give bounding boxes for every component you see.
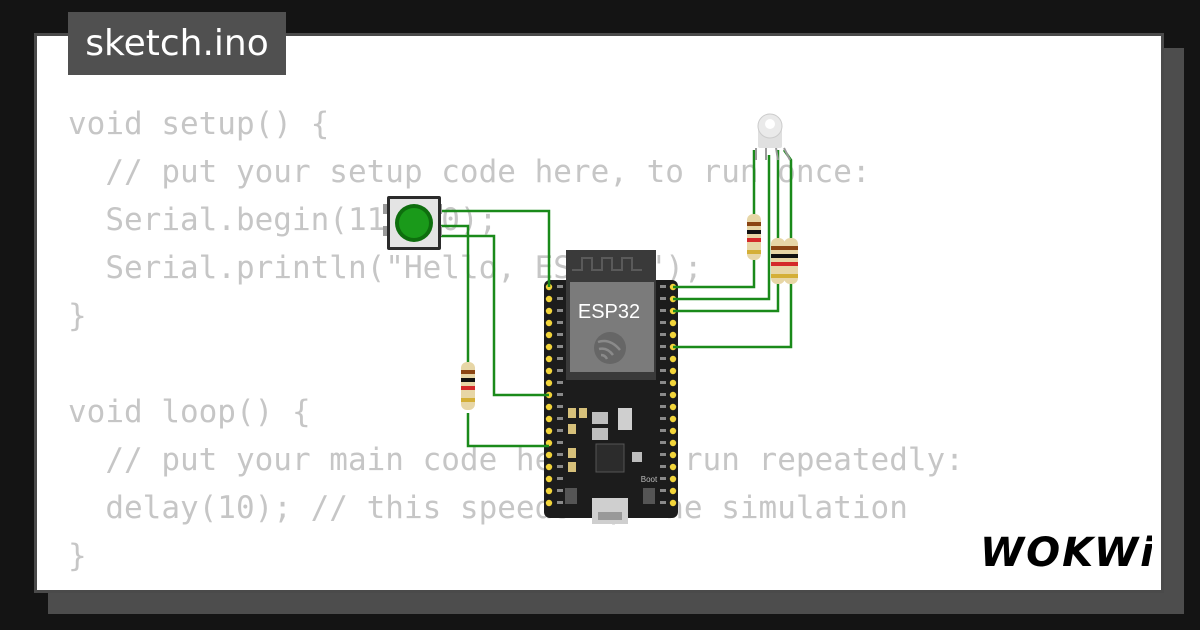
resistor-led-1[interactable] [747,214,761,260]
code-line-10: } [68,538,87,574]
push-button[interactable] [383,196,442,250]
resistor-led-3[interactable] [784,238,798,284]
resistor-led-2[interactable] [771,238,785,284]
code-line-7: void loop() { [68,394,311,430]
esp32-chip-label: ESP32 [578,301,640,323]
rgb-led[interactable] [755,113,791,161]
esp32-board[interactable]: ESP32 Boot [544,250,678,524]
espressif-icon [594,332,626,364]
resistor-button[interactable] [461,362,475,410]
code-line-5: } [68,298,87,334]
boot-label: Boot [641,475,658,484]
sketch-filename-tab[interactable]: sketch.ino [68,12,286,75]
code-line-2: // put your setup code here, to run once… [68,154,871,190]
code-line-1: void setup() { [68,106,330,142]
wokwi-logo-text: WOKWi [980,530,1152,576]
code-line-9: delay(10); // this speeds up the simulat… [68,490,908,526]
wokwi-logo: WOKWi [980,530,1152,576]
